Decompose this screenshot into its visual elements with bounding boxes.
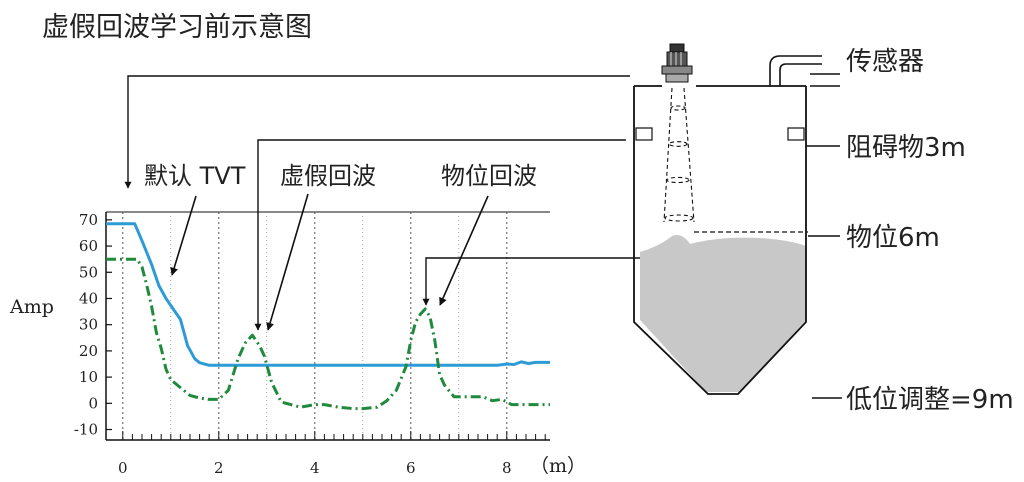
y-tick-label: 60 — [79, 237, 98, 255]
material-echo-arrow — [439, 195, 489, 306]
tank — [633, 43, 822, 395]
obstacle-right — [787, 127, 805, 141]
material-echo-label: 物位回波 — [441, 162, 537, 190]
default-tvt-label: 默认 TVT — [144, 162, 246, 190]
level-connector-line — [422, 257, 640, 306]
y-tick-label: 10 — [79, 368, 98, 386]
x-tick-label: 4 — [310, 459, 320, 477]
inlet-pipe-outer — [769, 55, 822, 86]
radar-beam — [663, 87, 695, 223]
x-tick-label: 0 — [118, 459, 128, 477]
y-tick-label: 0 — [88, 394, 98, 412]
material-fill — [640, 235, 806, 392]
low-adjust-label: 低位调整=9m — [846, 385, 1014, 415]
vertical-gridlines — [122, 212, 508, 440]
x-tick-label: 6 — [406, 459, 416, 477]
tvt-arrow — [170, 195, 197, 276]
series-echo-line — [106, 257, 550, 411]
y-tick-label: 40 — [79, 289, 98, 307]
x-tick-labels: 0 2 4 6 8 — [118, 459, 512, 477]
y-tick-label: -10 — [74, 421, 98, 439]
series-tvt-line — [106, 222, 550, 367]
x-tick-label: 8 — [502, 459, 512, 477]
false-echo-arrow — [266, 193, 309, 331]
tvt-connector-line — [124, 75, 630, 189]
x-unit-label: （m） — [530, 455, 586, 477]
y-axis-label: Amp — [9, 296, 54, 318]
x-minor-ticks — [122, 431, 546, 440]
false-echo-label: 虚假回波 — [280, 162, 376, 190]
y-tick-label: 20 — [79, 342, 98, 360]
page-title: 虚假回波学习前示意图 — [42, 12, 312, 43]
y-tick-label: 50 — [79, 263, 98, 281]
y-tick-labels: 70 60 50 40 30 20 10 0 -10 — [74, 211, 98, 439]
tank-outline — [633, 86, 807, 395]
y-tick-label: 70 — [79, 211, 98, 229]
obstacle-left — [635, 127, 653, 141]
y-tick-marks — [106, 219, 112, 431]
inlet-pipe-inner — [779, 63, 822, 86]
series-layer — [106, 222, 550, 411]
chart-area: 70 60 50 40 30 20 10 0 -10 0 2 4 6 8 Amp （m） — [9, 211, 586, 477]
obstacle-connector-line — [254, 139, 626, 331]
y-tick-label: 30 — [79, 316, 98, 334]
x-tick-label: 2 — [214, 459, 224, 477]
obstacle-label: 阻碍物3m — [846, 133, 966, 163]
sensor-label: 传感器 — [846, 47, 924, 77]
level-label: 物位6m — [846, 223, 940, 253]
sensor-icon — [661, 43, 693, 83]
